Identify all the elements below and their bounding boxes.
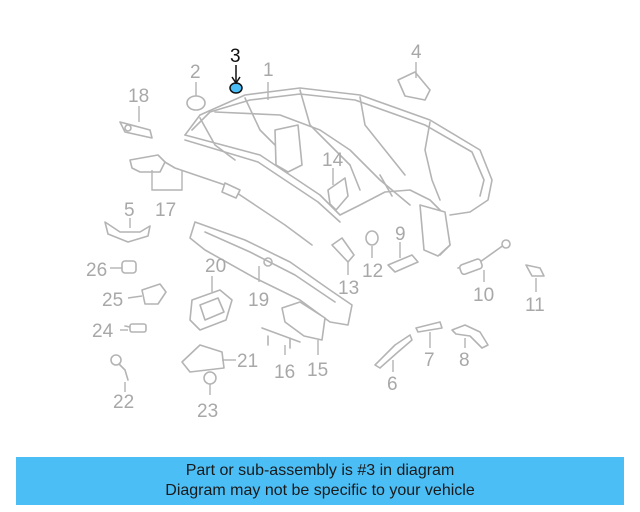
callout-10: 10 [473,285,494,306]
callout-2: 2 [190,62,201,83]
leader-lines [110,62,537,395]
part-15 [281,301,326,341]
parts-diagram: 1 2 3 4 5 6 7 8 9 10 11 12 13 14 15 16 1… [86,42,545,422]
banner-line-2: Diagram may not be specific to your vehi… [165,482,475,499]
part-4 [397,71,431,101]
part-18 [119,121,153,139]
part-7 [415,321,443,333]
part-3-highlight [229,82,243,94]
part-13 [331,237,355,263]
trim-rail [189,221,353,326]
part-11 [525,264,545,277]
callout-24: 24 [92,321,114,342]
callout-12: 12 [362,261,383,282]
part-14 [327,177,349,211]
callout-13: 13 [338,278,359,299]
callout-15: 15 [307,360,328,381]
part-25 [141,283,167,305]
cable-fitting [221,182,241,199]
callout-23: 23 [197,401,218,422]
top-frame [184,87,493,257]
info-banner: Part or sub-assembly is #3 in diagram Di… [16,457,624,505]
callout-1: 1 [263,60,274,81]
part-2 [186,95,206,111]
banner-line-1: Part or sub-assembly is #3 in diagram [185,462,455,479]
part-12-cap [365,230,379,246]
callout-4: 4 [411,42,422,63]
callout-19: 19 [248,290,269,311]
bracket-17 [129,154,166,173]
part-8 [451,324,489,349]
callout-14: 14 [322,150,344,171]
callout-26: 26 [86,260,107,281]
part-20 [189,289,233,331]
callout-18: 18 [128,86,149,107]
part-21 [181,344,225,373]
part-26 [121,260,137,274]
callout-11: 11 [525,295,545,316]
callout-3: 3 [230,46,241,67]
callout-25: 25 [102,290,123,311]
part-23 [203,371,217,385]
callout-16: 16 [274,362,295,383]
part-5 [104,221,151,243]
callout-6: 6 [387,374,398,395]
callout-7: 7 [424,350,435,371]
part-6 [374,334,413,369]
callout-8: 8 [459,350,470,371]
callout-5: 5 [124,200,135,221]
callout-21: 21 [237,351,258,372]
part-9 [387,254,419,273]
cable [157,157,313,246]
callout-20: 20 [205,256,226,277]
callout-17: 17 [155,200,176,221]
callout-9: 9 [395,224,406,245]
callout-22: 22 [113,392,134,413]
part-16 [261,327,301,349]
